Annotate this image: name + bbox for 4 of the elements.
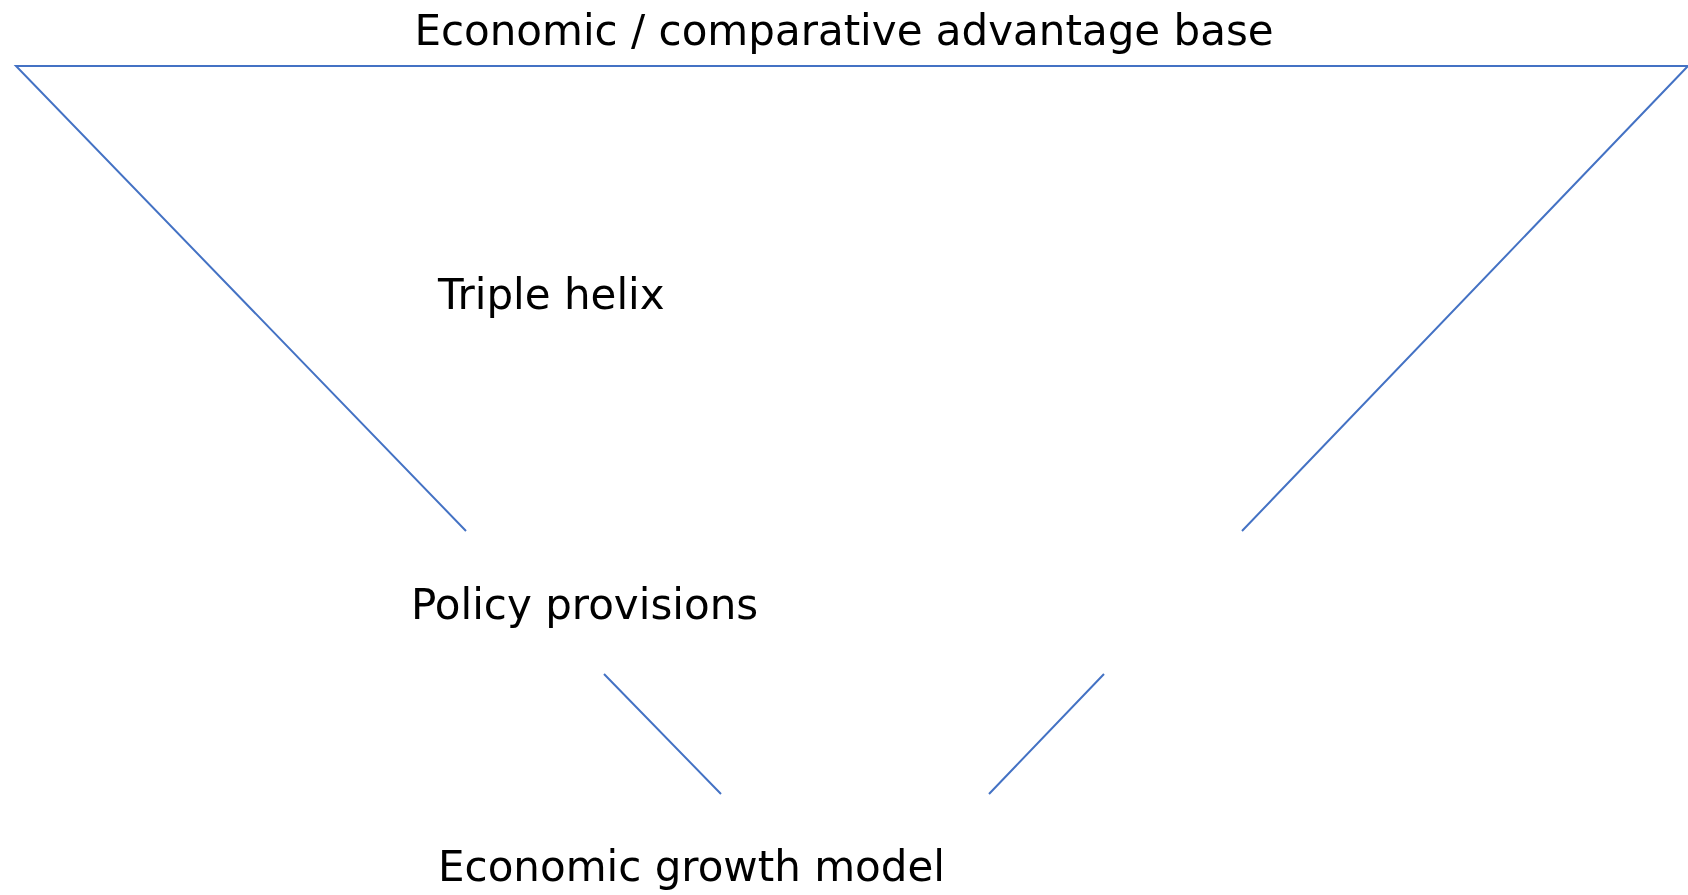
funnel-base-label: Economic growth model xyxy=(438,842,945,892)
funnel-tier-label: Triple helix xyxy=(438,270,665,320)
funnel-heading: Economic / comparative advantage base xyxy=(414,6,1274,56)
funnel-tier-label: Policy provisions xyxy=(411,580,759,630)
